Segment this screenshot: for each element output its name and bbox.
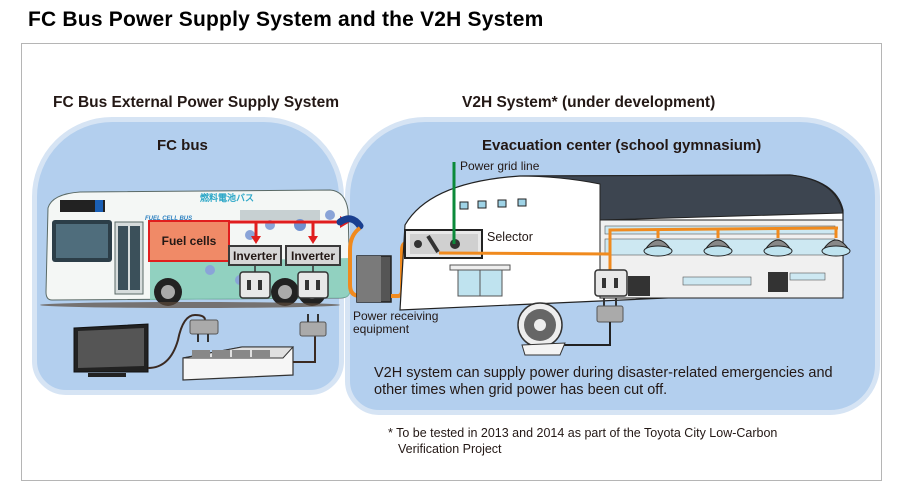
v2h-description: V2H system can supply power during disas… [374, 365, 833, 399]
lamp-4 [821, 239, 851, 257]
footnote-line1: * To be tested in 2013 and 2014 as part … [388, 426, 778, 440]
footnote: * To be tested in 2013 and 2014 as part … [388, 425, 858, 458]
power-receiving-equipment-label: Power receiving equipment [353, 309, 439, 337]
bus-outlet-1 [239, 271, 271, 299]
tv-illustration [73, 323, 149, 377]
power-strip-illustration [182, 346, 295, 381]
wall-outlet [594, 269, 628, 297]
fan-illustration [517, 302, 566, 356]
evacuation-center-panel-title: Evacuation center (school gymnasium) [482, 137, 762, 154]
fuel-cells-box: Fuel cells [148, 220, 230, 262]
right-section-heading: V2H System* (under development) [462, 94, 716, 111]
power-receiving-label-line2: equipment [353, 322, 410, 337]
bus-japanese-text: 燃料電池バス [200, 192, 254, 204]
lamp-1 [643, 239, 673, 257]
lamp-3 [763, 239, 793, 257]
inverter-box-1: Inverter [228, 245, 282, 266]
inverter-box-2: Inverter [285, 245, 341, 266]
left-section-heading: FC Bus External Power Supply System [53, 94, 339, 111]
selector-label: Selector [487, 230, 533, 244]
bus-fuel-cell-bus-text: FUEL CELL BUS [145, 216, 192, 222]
diagram-title: FC Bus Power Supply System and the V2H S… [28, 8, 544, 31]
lamp-2 [703, 239, 733, 257]
power-receiving-label-line1: Power receiving [353, 309, 439, 323]
power-flow-arrows [226, 216, 350, 244]
power-receiving-equipment-illustration [356, 255, 392, 303]
power-grid-line-label: Power grid line [460, 159, 540, 173]
bus-outlet-2 [297, 271, 329, 299]
footnote-line2: Verification Project [398, 442, 502, 457]
fc-bus-panel-title: FC bus [157, 137, 208, 154]
